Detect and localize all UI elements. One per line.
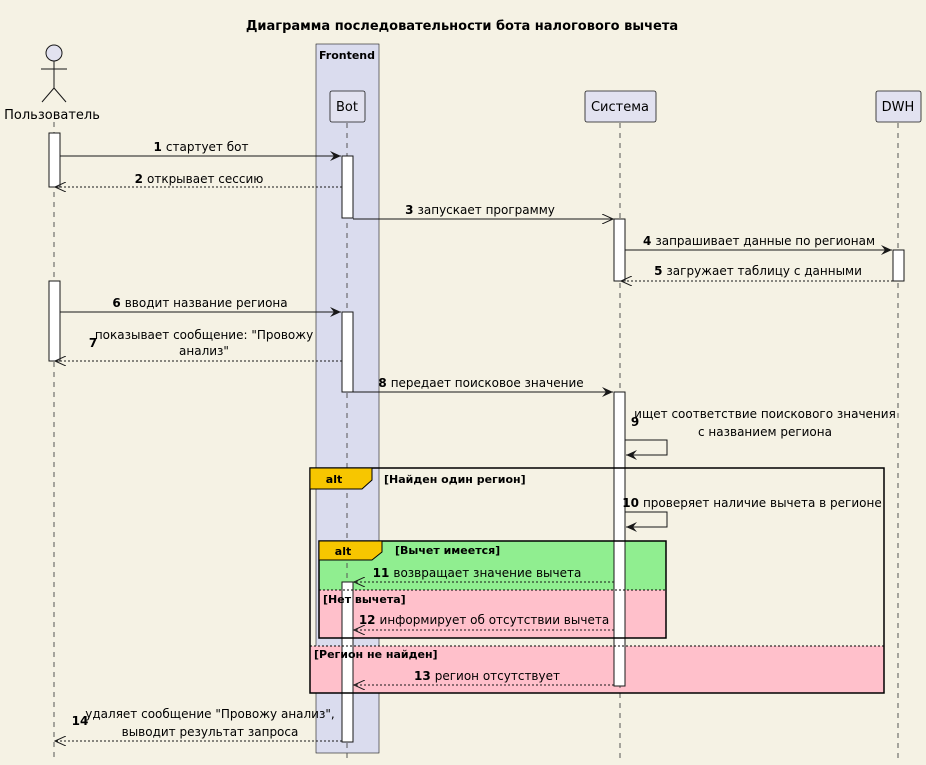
frontend-box-label: Frontend [319, 49, 375, 62]
alt-inner-guard-has: [Вычет имеется] [395, 544, 500, 557]
svg-text:ищет соответствие поискового з: ищет соответствие поискового значения [634, 407, 896, 421]
svg-text:показывает сообщение: "Провожу: показывает сообщение: "Провожу [95, 328, 313, 342]
message-7: 7 показывает сообщение: "Провожу анализ" [55, 328, 342, 361]
activation-user-2 [48, 280, 61, 362]
svg-text:удаляет сообщение "Провожу ана: удаляет сообщение "Провожу анализ", [85, 707, 334, 721]
participant-user-label: Пользователь [4, 108, 100, 123]
activation-bot-3 [341, 581, 354, 743]
alt-outer-tab [309, 467, 373, 490]
actor-icon [45, 44, 63, 62]
activation-system-1 [613, 218, 626, 282]
diagram-title: Диаграмма последовательности бота налого… [246, 19, 678, 34]
activation-system-2 [613, 391, 626, 687]
activation-dwh-1 [892, 249, 905, 282]
alt-inner-guard-none: [Нет вычета] [323, 593, 406, 606]
alt-outer-guard-found: [Найден один регион] [384, 473, 526, 486]
svg-text:выводит результат запроса: выводит результат запроса [122, 725, 299, 739]
svg-text:анализ": анализ" [179, 344, 229, 358]
message-9: 9 ищет соответствие поискового значения … [625, 407, 896, 460]
activation-user-1 [48, 132, 61, 188]
alt-inner-tab [318, 540, 383, 561]
message-14: 14 удаляет сообщение "Провожу анализ", в… [55, 707, 342, 741]
alt-outer-guard-not-found: [Регион не найден] [314, 648, 438, 661]
activation-bot-1 [341, 155, 354, 219]
alt-fragment-inner: alt [Вычет имеется] [Нет вычета] [318, 540, 667, 639]
svg-text:9: 9 [631, 415, 639, 429]
alt-fragment-outer: alt [Найден один регион] [Регион не найд… [309, 467, 885, 694]
participant-system-label: Система [591, 100, 649, 115]
participant-user: Пользователь [4, 44, 100, 123]
svg-text:7: 7 [89, 336, 97, 350]
participant-bot: Bot [329, 90, 366, 123]
participant-dwh-label: DWH [882, 100, 915, 115]
svg-text:14: 14 [72, 714, 89, 728]
participant-system: Система [584, 90, 657, 123]
participant-dwh: DWH [875, 90, 922, 123]
activation-bars [48, 132, 905, 743]
activation-bot-2 [341, 311, 354, 393]
alt-outer-keyword: alt [326, 473, 342, 486]
svg-text:с названием региона: с названием региона [698, 425, 832, 439]
participant-bot-label: Bot [336, 100, 358, 115]
alt-inner-keyword: alt [335, 545, 351, 558]
